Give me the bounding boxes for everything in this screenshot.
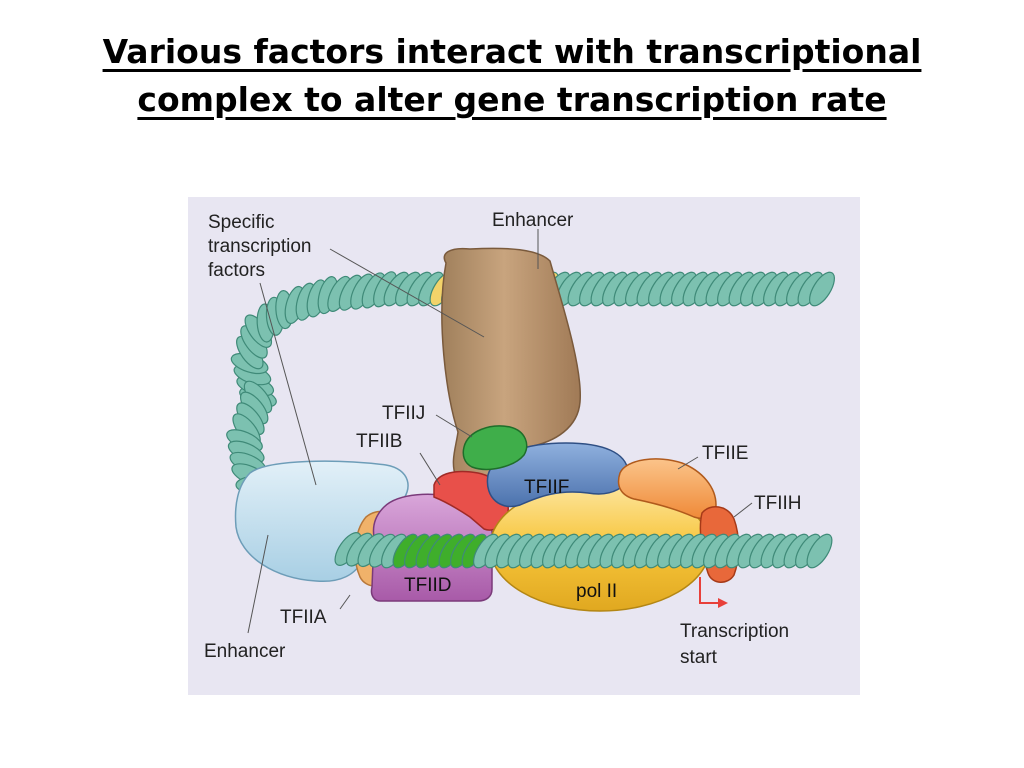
label-specific-tf-1: Specific	[208, 212, 275, 233]
activator-protein	[441, 247, 581, 478]
label-specific-tf-3: factors	[208, 260, 265, 281]
dna-twist	[809, 271, 835, 307]
tfiij-protein	[462, 425, 528, 471]
label-tfiie: TFIIE	[702, 443, 748, 464]
label-tfiia: TFIIA	[280, 607, 327, 628]
label-enhancer-top: Enhancer	[492, 210, 574, 231]
slide-title: Various factors interact with transcript…	[0, 28, 1024, 124]
leader-tfiie	[677, 456, 699, 470]
transcription-start-arrow	[699, 577, 720, 604]
leader-tfiij	[435, 414, 473, 438]
transcription-complex-figure: Specific transcription factors Enhancer …	[188, 197, 860, 695]
label-tfiif: TFIIF	[524, 477, 569, 498]
label-specific-tf-2: transcription	[208, 236, 312, 257]
leader-lines	[247, 229, 753, 634]
leader-enhancer-bottom	[247, 534, 269, 634]
leader-specific-to-blue	[259, 282, 317, 486]
leader-tfiih	[733, 502, 753, 518]
leader-tfiib	[419, 452, 441, 486]
label-tx-start-1: Transcription	[680, 621, 789, 642]
figure-canvas: Specific transcription factors Enhancer …	[188, 197, 860, 695]
dna-twist	[806, 533, 833, 569]
title-line-2: complex to alter gene transcription rate	[137, 80, 887, 119]
leader-specific-to-activator	[329, 248, 485, 338]
label-enhancer-bottom: Enhancer	[204, 641, 286, 662]
label-pol2: pol II	[576, 581, 617, 602]
dna-front-segment	[334, 532, 833, 569]
leader-tfiia	[339, 594, 351, 610]
label-tfiih: TFIIH	[754, 493, 802, 514]
label-tx-start-2: start	[680, 647, 718, 668]
label-tfiij: TFIIJ	[382, 403, 425, 424]
arrow-head	[718, 598, 728, 608]
label-tfiib: TFIIB	[356, 431, 402, 452]
title-line-1: Various factors interact with transcript…	[102, 32, 922, 71]
label-tfiid: TFIID	[404, 575, 452, 596]
